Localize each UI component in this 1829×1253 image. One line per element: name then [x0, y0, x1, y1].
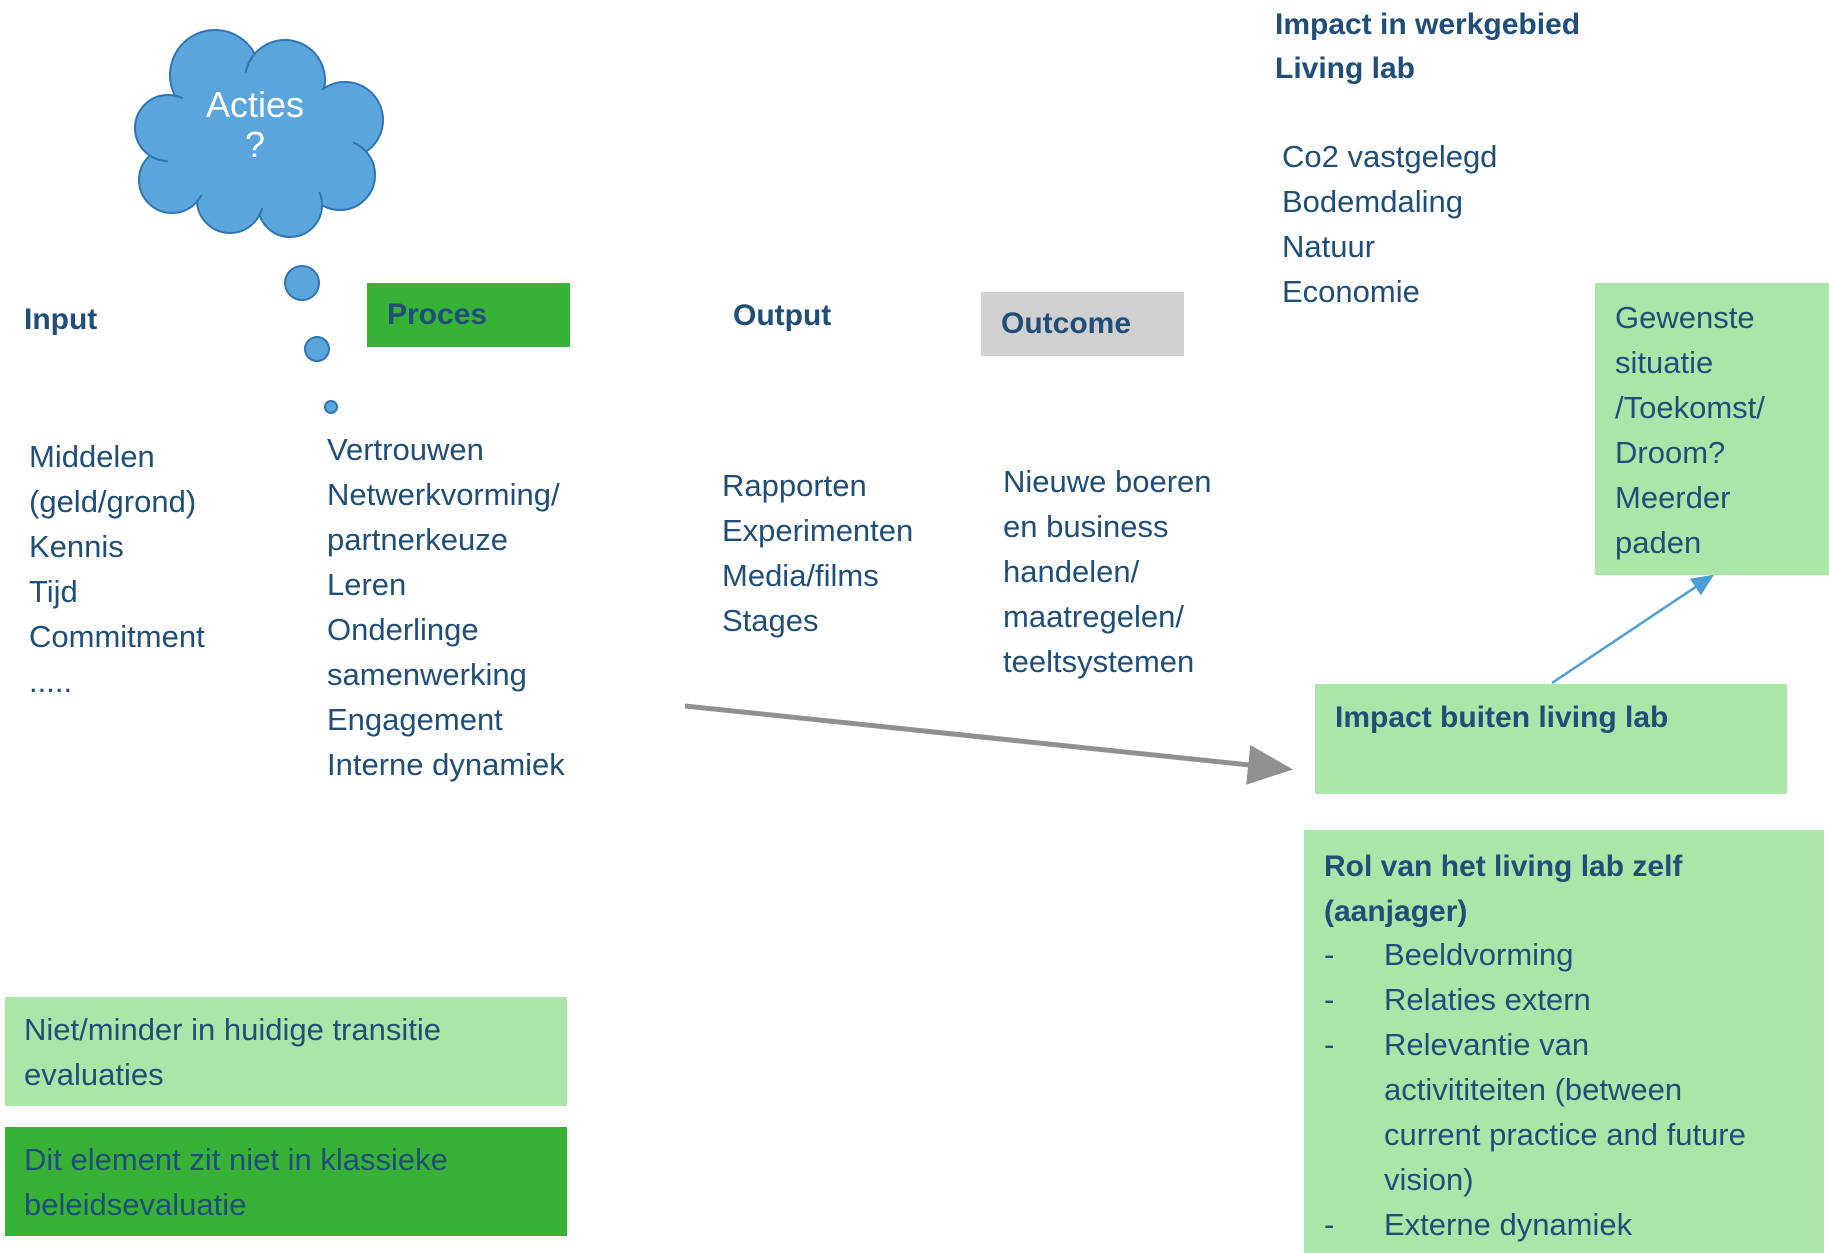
list-item: en business	[1003, 509, 1169, 544]
cloud-label-line1: Acties	[205, 84, 305, 125]
list-item: Relaties extern	[1324, 977, 1746, 1022]
thought-bubbles	[284, 265, 338, 414]
list-item: (geld/grond)	[29, 484, 197, 519]
list-item-text: Externe dynamiek	[1384, 1207, 1633, 1242]
list-item: Co2 vastgelegd	[1282, 139, 1498, 174]
legend-line: Niet/minder in huidige transitie	[24, 1012, 441, 1047]
list-item: Onderlinge	[327, 612, 479, 647]
list-item: Commitment	[29, 619, 205, 654]
outcome-header-box: Outcome	[981, 292, 1184, 356]
list-item: Natuur	[1282, 229, 1376, 264]
list-item: samenwerking	[327, 657, 527, 692]
output-items: Rapporten Experimenten Media/films Stage…	[722, 463, 913, 643]
impact-werkgebied-title: Impact in werkgebied Living lab	[1275, 3, 1580, 91]
gewenste-situatie-text: Gewenste situatie /Toekomst/ Droom? Meer…	[1615, 295, 1765, 565]
impact-buiten-box: Impact buiten living lab	[1315, 684, 1787, 794]
list-item: Media/films	[722, 558, 879, 593]
list-item: maatregelen/	[1003, 599, 1184, 634]
outcome-items: Nieuwe boeren en business handelen/ maat…	[1003, 459, 1212, 684]
list-item-text: vision)	[1384, 1162, 1474, 1197]
list-item: teeltsystemen	[1003, 644, 1195, 679]
list-item: Gewenste	[1615, 300, 1755, 335]
proces-header: Proces	[387, 298, 488, 331]
list-item-text: current practice and future	[1384, 1117, 1746, 1152]
list-item: /Toekomst/	[1615, 390, 1765, 425]
legend-light-text: Niet/minder in huidige transitie evaluat…	[24, 1007, 441, 1097]
list-item-text: activititeiten (between	[1384, 1072, 1683, 1107]
list-item: Experimenten	[722, 513, 914, 548]
list-item: handelen/	[1003, 554, 1140, 589]
impact-buiten-label: Impact buiten living lab	[1335, 701, 1669, 734]
blue-arrow	[1551, 574, 1715, 685]
legend-light-box: Niet/minder in huidige transitie evaluat…	[5, 997, 567, 1106]
list-item: Economie	[1282, 274, 1420, 309]
list-item: Interne dynamiek	[327, 747, 565, 782]
list-item: Rapporten	[722, 468, 867, 503]
input-header: Input	[24, 303, 98, 336]
gewenste-situatie-box: Gewenste situatie /Toekomst/ Droom? Meer…	[1595, 283, 1829, 575]
list-item: Leren	[327, 567, 407, 602]
legend-line: Dit element zit niet in klassieke	[24, 1142, 448, 1177]
list-item: paden	[1615, 525, 1702, 560]
impact-werkgebied-items: Co2 vastgelegd Bodemdaling Natuur Econom…	[1282, 134, 1497, 314]
cloud-label: Acties ?	[180, 85, 330, 165]
list-item: Meerder	[1615, 480, 1731, 515]
output-header: Output	[733, 299, 832, 332]
list-item: Beeldvorming	[1324, 932, 1746, 977]
list-item: Middelen	[29, 439, 155, 474]
list-item: Nieuwe boeren	[1003, 464, 1212, 499]
list-item: Kennis	[29, 529, 124, 564]
rol-title-line2: (aanjager)	[1324, 895, 1468, 928]
legend-line: evaluaties	[24, 1057, 164, 1092]
impact-werkgebied-title-line2: Living lab	[1275, 52, 1416, 85]
proces-items: Vertrouwen Netwerkvorming/ partnerkeuze …	[327, 427, 565, 787]
thought-cloud	[134, 29, 384, 238]
outcome-header: Outcome	[1001, 307, 1132, 340]
rol-living-lab-list: Beeldvorming Relaties extern Relevantie …	[1324, 932, 1746, 1247]
list-item-text: Relevantie van	[1384, 1027, 1590, 1062]
proces-header-box: Proces	[367, 283, 570, 347]
rol-living-lab-box: Rol van het living lab zelf (aanjager) B…	[1304, 830, 1824, 1253]
input-items: Middelen (geld/grond) Kennis Tijd Commit…	[29, 434, 205, 704]
list-item-text: Beeldvorming	[1384, 937, 1574, 972]
list-item: Netwerkvorming/	[327, 477, 560, 512]
grey-arrow	[684, 703, 1293, 785]
list-item: Engagement	[327, 702, 503, 737]
list-item: Relevantie van activititeiten (between c…	[1324, 1022, 1746, 1202]
impact-werkgebied-title-line1: Impact in werkgebied	[1275, 8, 1581, 41]
list-item: Droom?	[1615, 435, 1726, 470]
legend-line: beleidsevaluatie	[24, 1187, 247, 1222]
rol-title-line1: Rol van het living lab zelf	[1324, 850, 1683, 883]
cloud-label-line2: ?	[244, 124, 266, 165]
list-item: Tijd	[29, 574, 78, 609]
list-item: .....	[29, 664, 73, 699]
list-item: partnerkeuze	[327, 522, 508, 557]
rol-living-lab-title: Rol van het living lab zelf (aanjager)	[1324, 844, 1682, 934]
list-item: Vertrouwen	[327, 432, 484, 467]
legend-dark-box: Dit element zit niet in klassieke beleid…	[5, 1127, 567, 1236]
list-item: Bodemdaling	[1282, 184, 1463, 219]
list-item: situatie	[1615, 345, 1714, 380]
list-item: Stages	[722, 603, 819, 638]
list-item: Externe dynamiek	[1324, 1202, 1746, 1247]
legend-dark-text: Dit element zit niet in klassieke beleid…	[24, 1137, 448, 1227]
list-item-text: Relaties extern	[1384, 982, 1591, 1017]
